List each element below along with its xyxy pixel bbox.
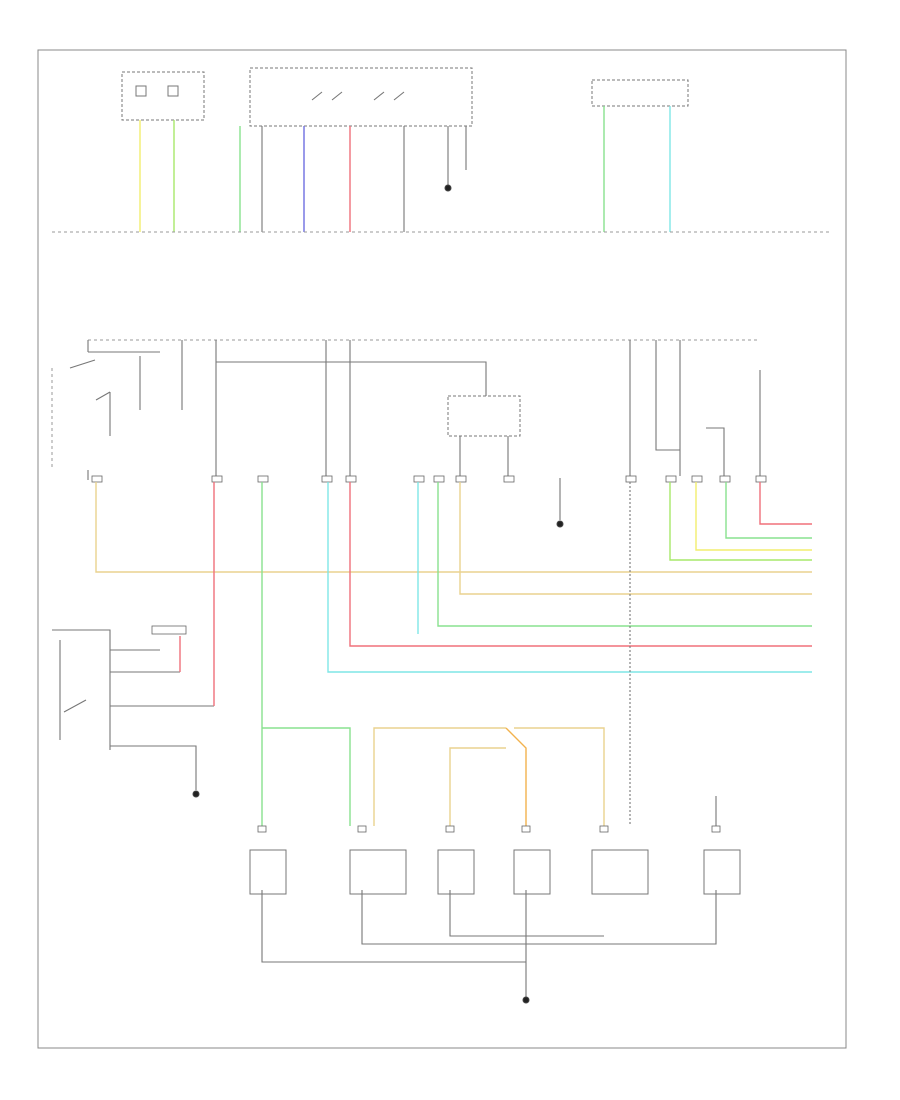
lamp-group [249,825,741,895]
wire-cyan-long [327,482,812,673]
connector-row [91,475,767,483]
wire-yellow-right [695,482,812,551]
diagram-frame [37,49,847,1049]
wire-mid-black-e [629,340,761,476]
ground-symbol-top [444,184,452,192]
ground-symbol-bottom [522,996,530,1004]
wire-tan-lamps-b [514,727,605,826]
hazard-switch [52,625,214,798]
lamp-left-park [437,849,475,895]
wire-orange-lamps [505,727,527,826]
wire-mid-black-b [216,361,487,400]
lamp-connector [711,825,721,833]
wire-green-lamps [261,482,351,826]
wire-mid-black-c [325,340,351,476]
wire-red-right [759,482,812,525]
wire-lime-right-1 [669,482,812,561]
relay-top-right [591,79,689,107]
lamp-left-front-side-marker [249,849,287,895]
lamp-left-front-turn [349,849,407,895]
ground-symbol-mid [556,478,564,528]
lamp-connector [521,825,531,833]
relay-center [447,395,521,437]
lamp-connector [257,825,267,833]
wire-green-right [725,482,812,539]
lamp-right-park [513,849,551,895]
wire-green-long [437,482,812,627]
headlamp-switch [249,67,473,127]
wire-tan-long [95,482,812,573]
wire-red-long [349,482,812,647]
lamp-connector [599,825,609,833]
wire-tan-lamps [373,727,506,826]
wire-mid-black-d [459,436,509,476]
fuse-block-top-left [121,71,205,121]
lamp-connector [445,825,455,833]
lamp-connector [357,825,367,833]
left-switch-module [51,340,183,480]
lamp-right-front-side-marker [703,849,741,895]
lamp-right-front-turn [591,849,649,895]
ground-return [261,890,717,998]
wire-tan-b [459,482,812,595]
